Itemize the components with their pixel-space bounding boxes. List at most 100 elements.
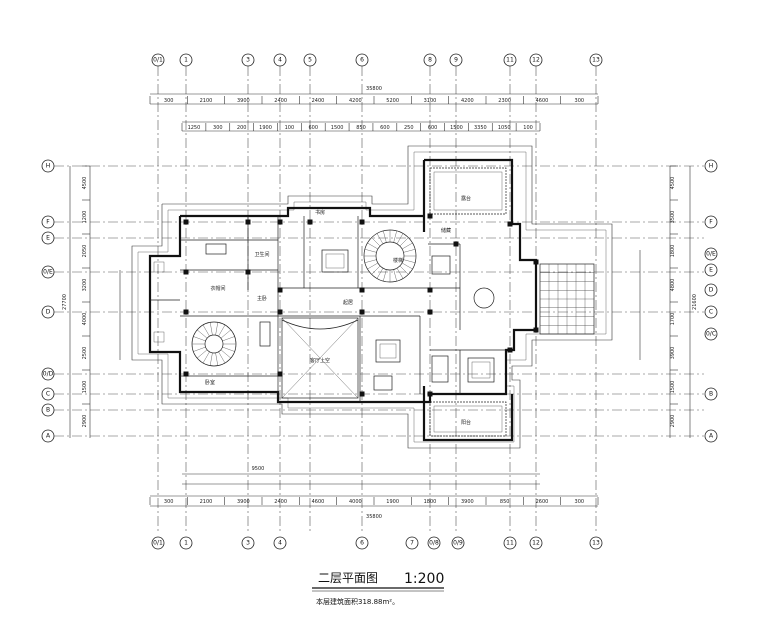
left-axis-label: F — [46, 219, 50, 226]
area-note: 本层建筑面积318.88m²。 — [316, 597, 399, 606]
dimension-value: 2400 — [274, 499, 287, 505]
column-marker — [507, 221, 513, 227]
column-marker — [427, 309, 433, 315]
dimension-value: 2400 — [312, 98, 325, 104]
top-axis-label: 3 — [246, 57, 250, 64]
drawing-title-block: 二层平面图 1:200 本层建筑面积318.88m²。 — [312, 571, 444, 606]
dimension-value: 3500 — [670, 211, 676, 224]
right-axis-label: H — [709, 163, 714, 170]
column-marker — [183, 371, 189, 377]
bottom-axis-label: 3 — [246, 540, 250, 547]
bottom-terrace — [429, 401, 507, 437]
bottom-axis-label: 13 — [592, 540, 600, 547]
dimension-value: 3100 — [424, 98, 437, 104]
right-axis-label: D — [709, 287, 714, 294]
top-total-dimension: 35800 — [366, 86, 382, 92]
dimension-value: 1900 — [259, 125, 272, 131]
left-axis-bubble — [41, 215, 55, 229]
dimension-value: 3350 — [474, 125, 487, 131]
room-label: 阳台 — [461, 419, 471, 426]
top-axis-bubble — [423, 53, 437, 67]
dimension-value: 4500 — [670, 177, 676, 190]
bottom-axis-bubble — [589, 536, 603, 550]
column-marker — [277, 309, 283, 315]
column-marker — [307, 219, 313, 225]
right-axis-label: A — [709, 433, 714, 440]
column-marker — [183, 219, 189, 225]
column-marker — [277, 287, 283, 293]
room-label: 起居 — [343, 300, 353, 306]
column-marker — [533, 259, 539, 265]
dimension-value: 1700 — [670, 313, 676, 326]
dimension-value: 2100 — [200, 98, 213, 104]
bottom-axis-bubble — [241, 536, 255, 550]
left-axis-bubble — [41, 403, 55, 417]
dimension-value: 100 — [523, 125, 533, 131]
right-axis-bubble — [704, 215, 718, 229]
furniture — [153, 243, 495, 391]
left-axis-label: B — [46, 407, 50, 414]
dimension-value: 3900 — [237, 499, 250, 505]
bottom-axis-bubble — [405, 536, 419, 550]
right-axis-bubble — [704, 429, 718, 443]
bottom-axis-bubble — [503, 536, 517, 550]
top-axis-label: 4 — [278, 57, 282, 64]
column-marker — [427, 213, 433, 219]
top-axis-label: 12 — [532, 57, 540, 64]
dimension-value: 1500 — [670, 381, 676, 394]
room-label: 储藏 — [441, 227, 451, 234]
column-marker — [277, 371, 283, 377]
column-marker — [533, 327, 539, 333]
left-axis-bubble — [41, 367, 55, 381]
dimension-value: 2900 — [670, 415, 676, 428]
column-marker — [427, 391, 433, 397]
horizontal-grid-lines — [54, 165, 704, 437]
dimension-value: 1050 — [498, 125, 511, 131]
column-marker — [245, 269, 251, 275]
right-axis-bubble — [704, 387, 718, 401]
bottom-axis-bubble — [273, 536, 287, 550]
right-axis-bubble — [704, 159, 718, 173]
left-axis-bubble — [41, 305, 55, 319]
drawing-title: 二层平面图 — [318, 571, 378, 585]
top-terrace — [429, 167, 507, 215]
dimension-value: 300 — [575, 98, 585, 104]
bottom-axis-bubble — [179, 536, 193, 550]
top-axis-label: 5 — [308, 57, 312, 64]
dimension-value: 5200 — [386, 98, 399, 104]
room-label: 露台 — [461, 195, 471, 202]
interior-walls — [150, 216, 506, 402]
column-marker — [427, 287, 433, 293]
top-axis-bubble — [449, 53, 463, 67]
top-axis-bubble — [589, 53, 603, 67]
dimension-value: 850 — [356, 125, 366, 131]
dimension-value: 850 — [500, 499, 510, 505]
column-marker — [245, 219, 251, 225]
dimension-value: 250 — [404, 125, 414, 131]
dimension-value: 4200 — [349, 98, 362, 104]
dimension-value: 600 — [428, 125, 438, 131]
top-axis-bubble — [151, 53, 165, 67]
bottom-axis-bubble — [427, 536, 441, 550]
bottom-total-dimension: 35800 — [366, 514, 382, 520]
dimension-value: 3200 — [82, 279, 88, 292]
right-axis-label: F — [709, 219, 713, 226]
column-marker — [359, 287, 365, 293]
left-axis-label: H — [46, 163, 51, 170]
dimension-value: 1800 — [670, 245, 676, 258]
right-axis-label: C — [709, 309, 713, 316]
top-axis-label: 8 — [428, 57, 432, 64]
bottom-axis-bubble — [451, 536, 465, 550]
right-total-dimension: 21600 — [692, 294, 698, 310]
room-label: 主卧 — [257, 295, 267, 302]
top-axis-label: 9 — [454, 57, 458, 64]
